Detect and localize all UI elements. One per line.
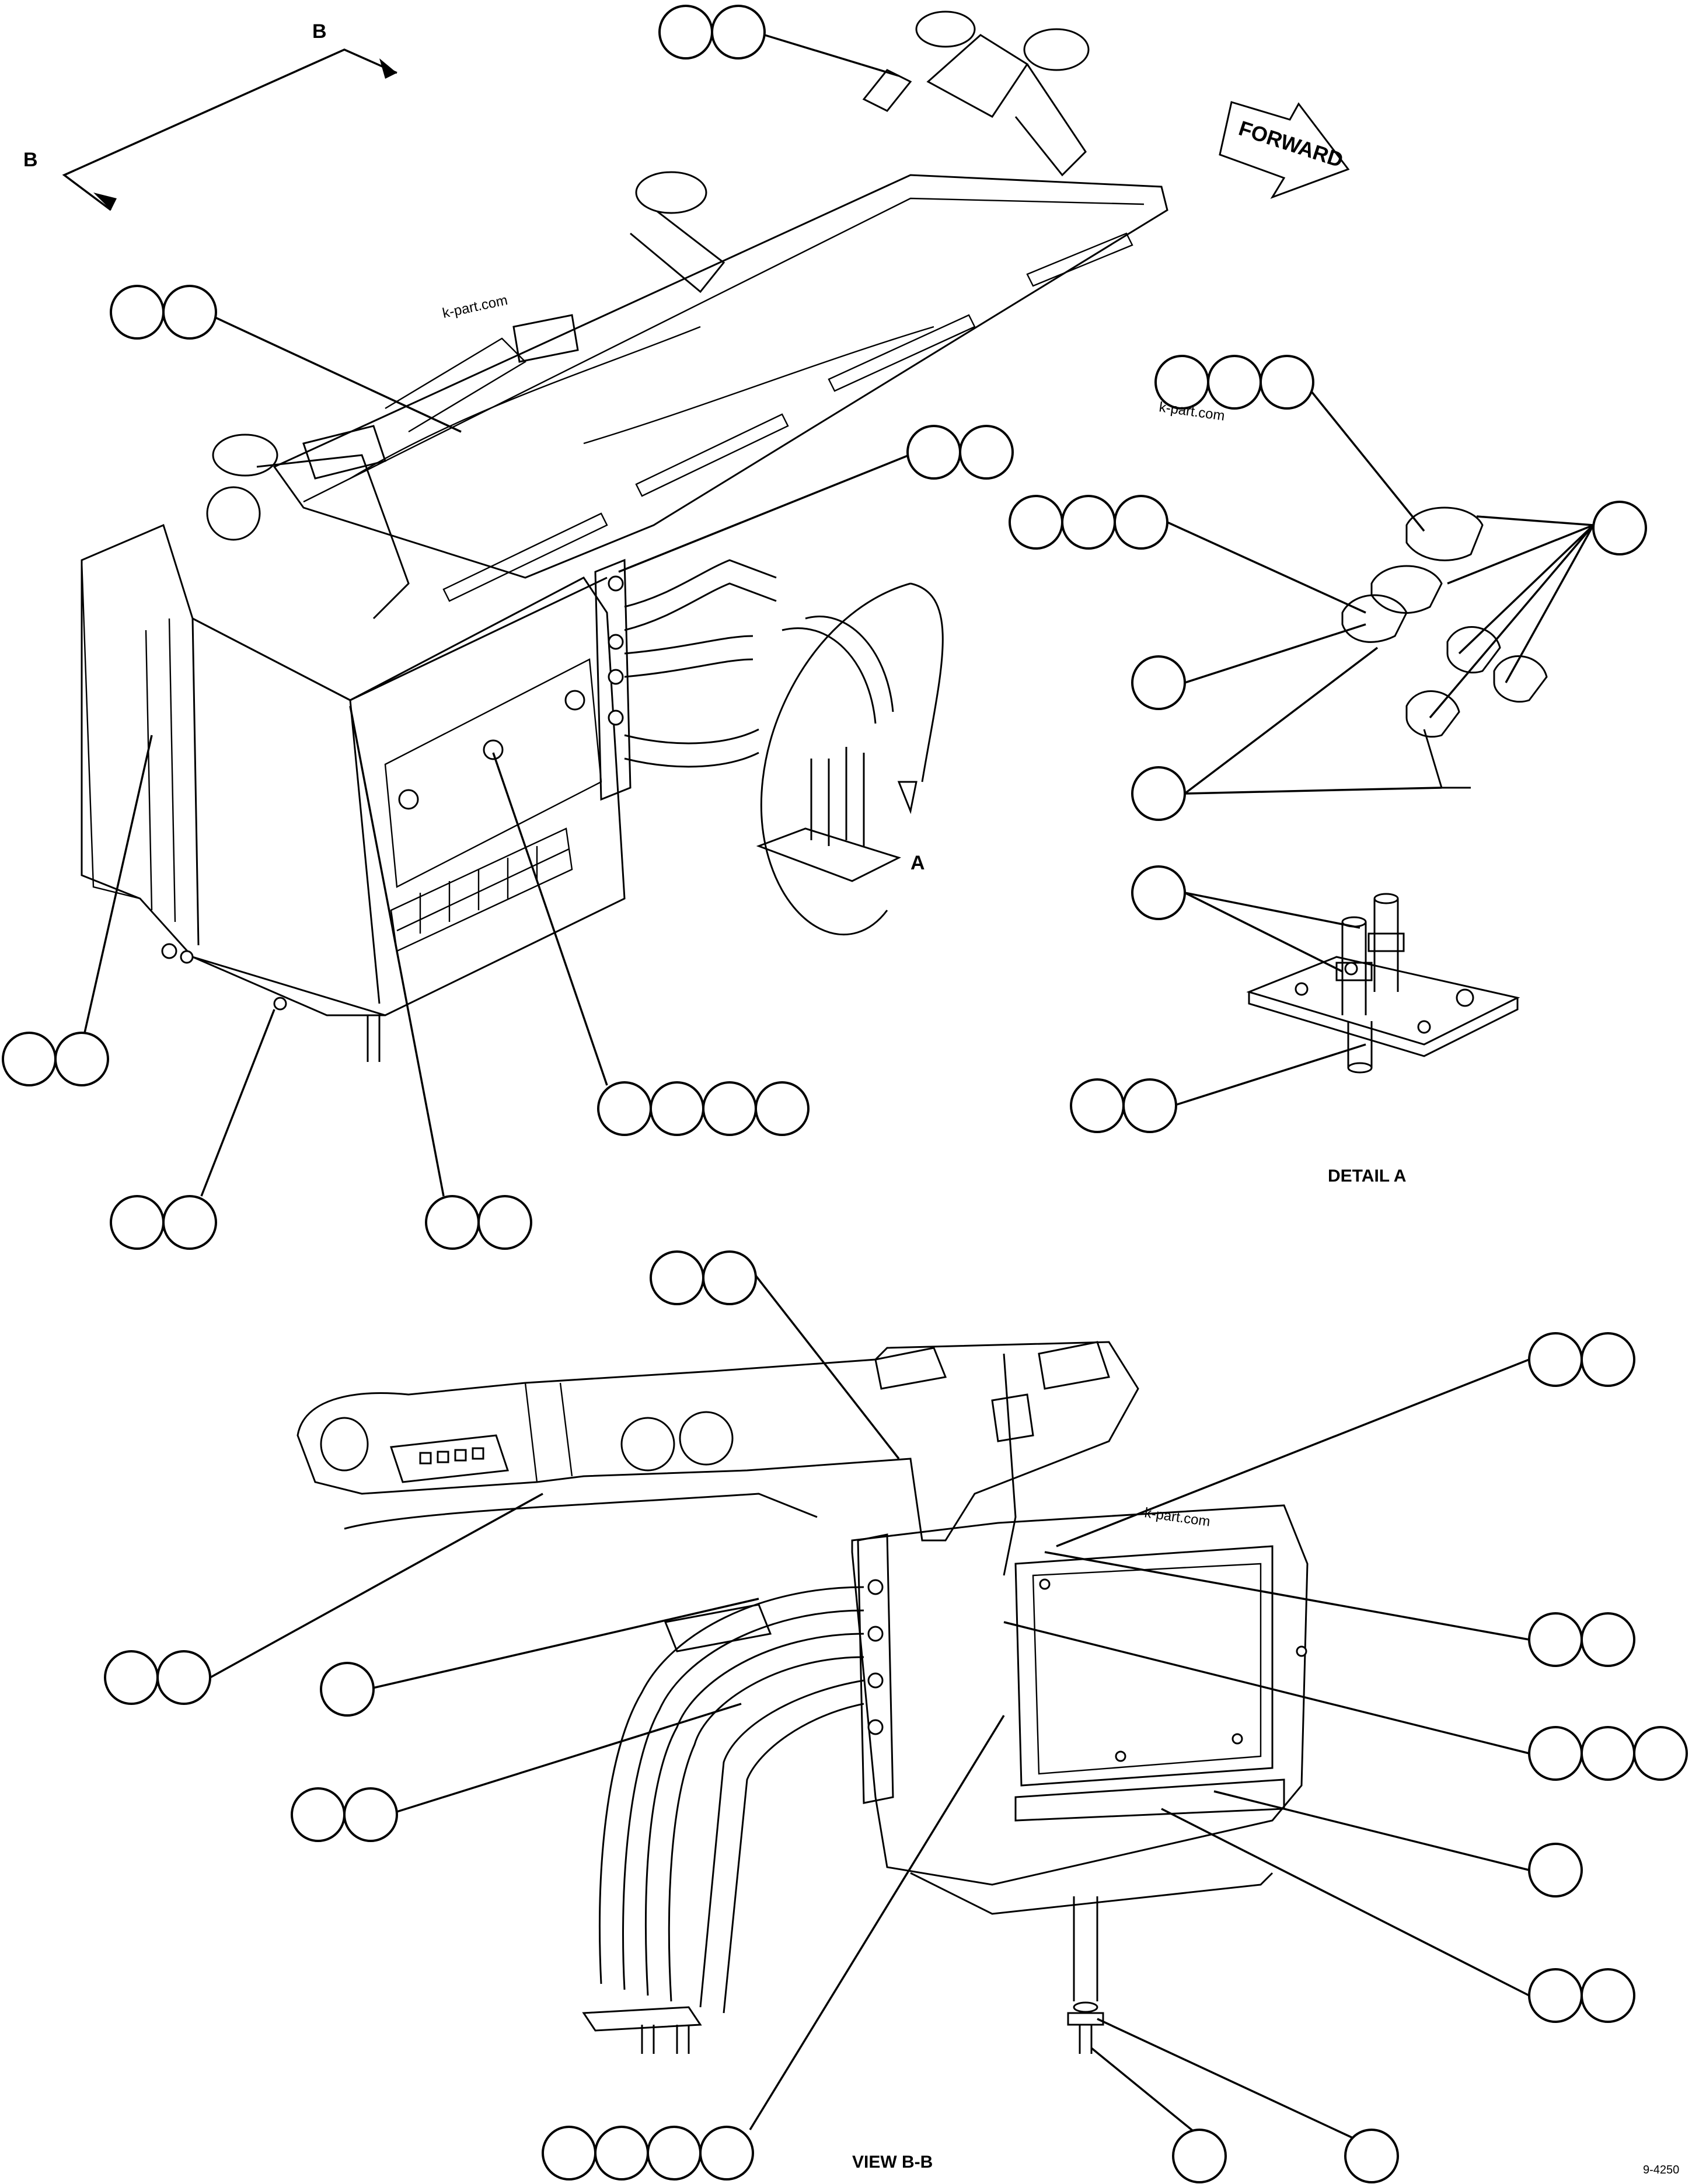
callout-bubble <box>162 285 217 340</box>
callout-bubble <box>110 285 165 340</box>
callout-bubble <box>477 1195 532 1250</box>
callout-bubble <box>702 1081 757 1136</box>
callouts <box>2 5 1688 2183</box>
callout-bubble <box>1131 655 1186 710</box>
callout-bubble <box>702 1250 757 1305</box>
callout-bubble <box>320 1662 375 1717</box>
callout-bubble <box>650 1081 704 1136</box>
callout-bubble <box>1581 1612 1635 1667</box>
view-bb-title: VIEW B-B <box>852 2152 933 2172</box>
callout-bubble <box>1528 1332 1583 1387</box>
watermark: k-part.com <box>441 292 509 322</box>
callout-bubble <box>1131 766 1186 821</box>
callout-bubble <box>291 1787 346 1842</box>
callout-bubble <box>54 1032 109 1086</box>
callout-bubble <box>104 1650 159 1705</box>
callout-bubble <box>699 2126 754 2180</box>
callout-bubble <box>2 1032 57 1086</box>
callout-bubble <box>597 1081 652 1136</box>
callout-bubble <box>906 425 961 480</box>
callout-bubble <box>162 1195 217 1250</box>
callout-bubble <box>1114 495 1168 550</box>
view-bb-assembly: VIEW B-B <box>296 1341 1309 2172</box>
callout-bubble <box>542 2126 596 2180</box>
callout-bubble <box>650 1250 704 1305</box>
callout-bubble <box>1528 1726 1583 1781</box>
callout-bubble <box>1528 1968 1583 2023</box>
callout-bubble <box>1581 1726 1635 1781</box>
upper-assembly: A <box>81 11 1168 1062</box>
drawing-number: 9-4250 <box>1643 2164 1679 2176</box>
callout-bubble <box>959 425 1014 480</box>
callout-bubble <box>425 1195 480 1250</box>
callout-bubble <box>594 2126 649 2180</box>
callout-bubble <box>1581 1968 1635 2023</box>
callout-bubble <box>1122 1078 1177 1133</box>
section-arrow-left-letter: B <box>23 149 38 171</box>
callout-bubble <box>1061 495 1116 550</box>
callout-bubble <box>1592 501 1647 555</box>
callout-bubble <box>110 1195 165 1250</box>
callout-bubble <box>1009 495 1063 550</box>
detail-a-marker: A <box>910 852 925 874</box>
callout-bubble <box>156 1650 211 1705</box>
callout-bubble <box>1633 1726 1688 1781</box>
callout-bubble <box>1207 355 1262 410</box>
section-arrow-top-letter: B <box>312 20 327 43</box>
callout-bubble <box>1131 865 1186 920</box>
callout-bubble <box>647 2126 702 2180</box>
callout-bubble <box>658 5 713 60</box>
callout-bubble <box>711 5 766 60</box>
callout-bubble <box>1070 1078 1125 1133</box>
watermark: k-part.com <box>1143 1505 1211 1530</box>
callout-bubble <box>343 1787 398 1842</box>
forward-arrow: FORWARD <box>1219 101 1350 199</box>
callout-bubble <box>755 1081 810 1136</box>
callout-bubble <box>1581 1332 1635 1387</box>
forward-label: FORWARD <box>1236 116 1346 172</box>
detail-a-title: DETAIL A <box>1328 1166 1406 1186</box>
callout-bubble <box>1528 1612 1583 1667</box>
callout-bubble <box>1528 1843 1583 1898</box>
section-arrow-b: B B <box>23 20 397 211</box>
detail-a-assembly: DETAIL A <box>1246 506 1548 1186</box>
callout-bubble <box>1260 355 1314 410</box>
callout-bubble <box>1344 2129 1399 2183</box>
callout-bubble <box>1172 2129 1227 2183</box>
